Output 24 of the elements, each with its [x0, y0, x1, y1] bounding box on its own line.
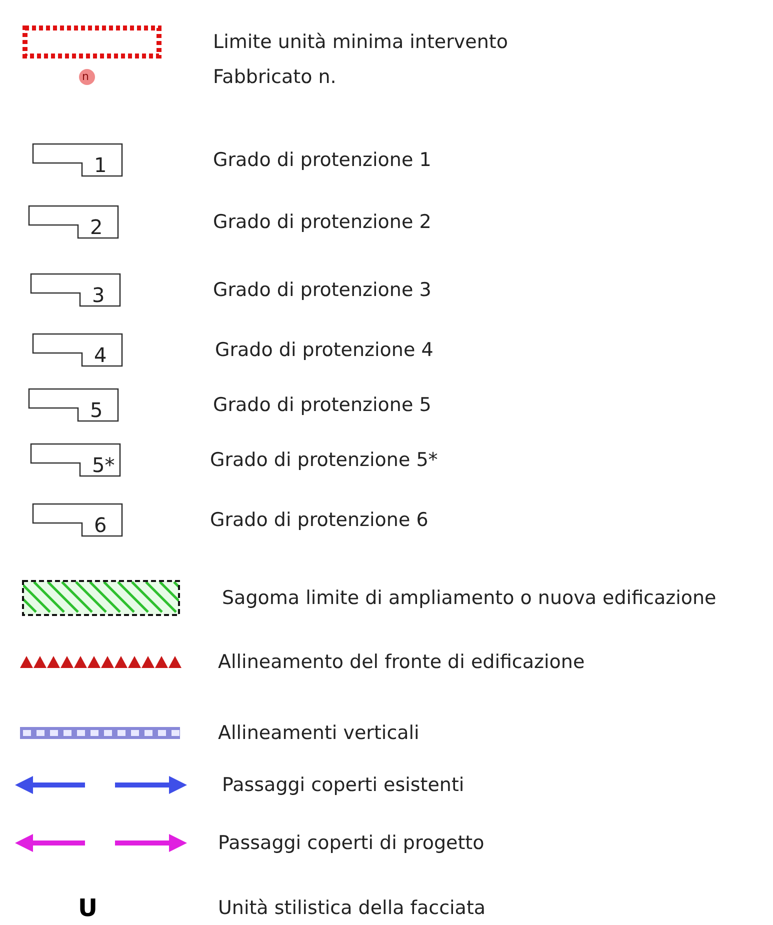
protection-grade-number: 5* — [92, 454, 115, 476]
building-number: n — [82, 69, 89, 85]
legend-text: Fabbricato n. — [213, 66, 336, 88]
legend-text: Unità stilistica della facciata — [218, 897, 486, 919]
protection-grade-number: 1 — [94, 154, 107, 176]
legend-text: Grado di protenzione 2 — [213, 211, 432, 233]
protection-grade-number: 2 — [90, 216, 103, 238]
protection-grade-number: 5 — [90, 399, 103, 421]
legend-text: Limite unità minima intervento — [213, 31, 508, 53]
legend-text: Grado di protenzione 4 — [215, 339, 434, 361]
legend-text: Passaggi coperti esistenti — [222, 774, 464, 796]
legend-text: Sagoma limite di ampliamento o nuova edificazione — [222, 587, 716, 609]
legend-text: Allineamento del fronte di edificazione — [218, 651, 585, 673]
legend-text: Grado di protenzione 5 — [213, 394, 432, 416]
legend-text: Allineamenti verticali — [218, 722, 420, 744]
protection-grade-number: 3 — [92, 284, 105, 306]
protection-grade-number: 4 — [94, 344, 107, 366]
legend-text: Grado di protenzione 1 — [213, 149, 432, 171]
facade-unit-symbol: U — [78, 897, 98, 919]
legend-text: Grado di protenzione 5* — [210, 449, 438, 471]
protection-grade-number: 6 — [94, 514, 107, 536]
legend-text: Passaggi coperti di progetto — [218, 832, 484, 854]
legend-text: Grado di protenzione 6 — [210, 509, 428, 531]
legend-text: Grado di protenzione 3 — [213, 279, 432, 301]
